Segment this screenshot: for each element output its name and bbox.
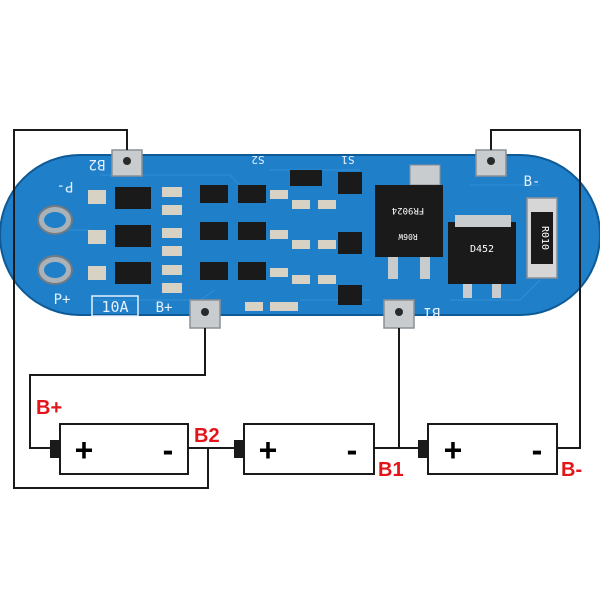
cell-2-body [243,423,375,475]
silkscreen-labels: B2 P- P+ 10A B+ S2 S1 B- B1 [54,153,541,320]
silk-s2: S2 [251,153,264,166]
battery-cell-3: + - [418,423,558,475]
mosfet-bottom-label: D452 [470,244,494,255]
cell-3-body [427,423,558,475]
silk-b-plus: B+ [156,300,173,316]
wire-b-plus-pad-to-cell1 [29,328,206,449]
mosfet-top-label: FR9024 [392,205,425,215]
battery-cell-1: + - [50,423,189,475]
mosfet-top: FR9024 R06W [375,164,443,279]
cell-3-minus: - [532,432,543,468]
mosfet-top-code: R06W [398,232,417,241]
cell-2-minus: - [347,432,358,468]
label-b-plus: B+ [36,397,62,419]
label-b2: B2 [194,425,220,447]
silk-b2: B2 [89,156,106,172]
battery-cell-2: + - [234,423,375,475]
cell-2-plus: + [259,432,278,468]
label-b-minus: B- [561,459,582,481]
wires [13,129,581,489]
cell-1-plus: + [75,432,94,468]
silk-b1: B1 [424,304,441,320]
terminal-labels: B+ B2 B1 B- [36,397,582,481]
silk-p-minus: P- [57,178,74,194]
cell-3-plus: + [444,432,463,468]
mosfet-bottom: D452 [448,215,516,298]
cell-1-minus: - [163,432,174,468]
silk-current-box [91,295,139,317]
silk-current: 10A [101,298,128,316]
label-b1: B1 [378,459,404,481]
mounting-holes [37,205,73,285]
silk-b-minus: B- [524,174,541,190]
wire-b-minus-pad-to-cell3 [490,129,581,449]
middle-component-grid [200,170,362,311]
left-mosfet-bank [88,187,182,293]
cell-1-body [59,423,189,475]
silk-s1: S1 [341,153,354,166]
shunt-label: R010 [539,226,550,250]
wire-b2-pad-to-b2-node [13,129,209,489]
silk-p-plus: P+ [54,292,71,308]
shunt-resistor: R010 [526,197,558,279]
